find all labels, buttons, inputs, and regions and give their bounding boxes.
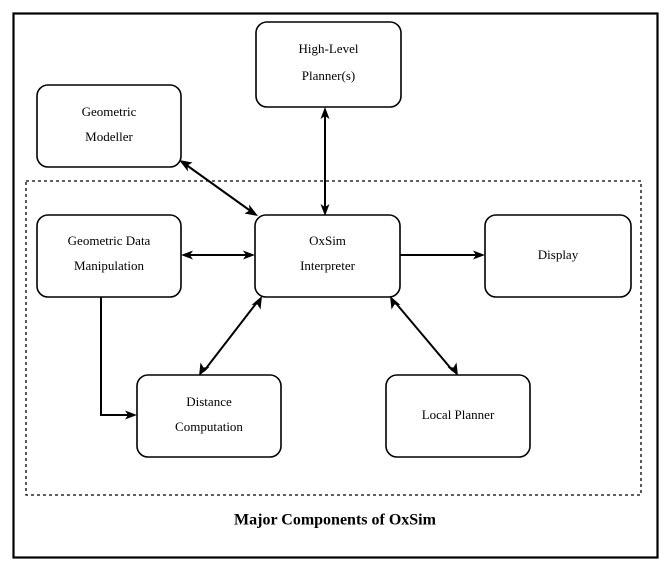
edge-geodata-distance: [100, 297, 137, 420]
geometric-modeller-label-line1: Geometric: [82, 104, 137, 119]
figure-caption: Major Components of OxSim: [234, 512, 437, 529]
distance-computation-label-line2: Computation: [175, 419, 243, 434]
edge-planner-interpreter: [320, 107, 330, 216]
outer-frame: [12, 12, 659, 559]
node-high-level-planner[interactable]: High-Level Planner(s): [255, 21, 402, 108]
oxsim-interpreter-box[interactable]: [254, 214, 401, 298]
node-local-planner[interactable]: Local Planner: [385, 374, 531, 458]
node-geometric-modeller[interactable]: Geometric Modeller: [36, 84, 182, 168]
edge-interpreter-display: [400, 250, 485, 260]
edge-interpreter-localplanner: [390, 296, 458, 376]
high-level-planner-label-line1: High-Level: [299, 41, 359, 56]
high-level-planner-label-line2: Planner(s): [302, 68, 355, 83]
local-planner-label: Local Planner: [422, 407, 495, 422]
high-level-planner-box[interactable]: [255, 21, 402, 108]
display-label: Display: [538, 247, 579, 262]
geometric-modeller-label-line2: Modeller: [85, 129, 133, 144]
geometric-modeller-box[interactable]: [36, 84, 182, 168]
geometric-data-manipulation-box[interactable]: [36, 214, 182, 298]
edge-interpreter-distance: [199, 296, 262, 376]
local-planner-box[interactable]: [385, 374, 531, 458]
distance-computation-label-line1: Distance: [186, 394, 232, 409]
geometric-data-manipulation-label-line2: Manipulation: [74, 258, 145, 273]
node-oxsim-interpreter[interactable]: OxSim Interpreter: [254, 214, 401, 298]
node-distance-computation[interactable]: Distance Computation: [136, 374, 282, 458]
node-geometric-data-manipulation[interactable]: Geometric Data Manipulation: [36, 214, 182, 298]
geometric-data-manipulation-label-line1: Geometric Data: [68, 233, 151, 248]
display-box[interactable]: [484, 214, 632, 298]
oxsim-core-group-boundary: [25, 180, 642, 496]
edge-modeller-interpreter: [179, 160, 258, 216]
oxsim-interpreter-label-line1: OxSim: [309, 233, 346, 248]
distance-computation-box[interactable]: [136, 374, 282, 458]
node-display[interactable]: Display: [484, 214, 632, 298]
edge-geodata-interpreter: [181, 250, 255, 260]
oxsim-interpreter-label-line2: Interpreter: [300, 258, 356, 273]
